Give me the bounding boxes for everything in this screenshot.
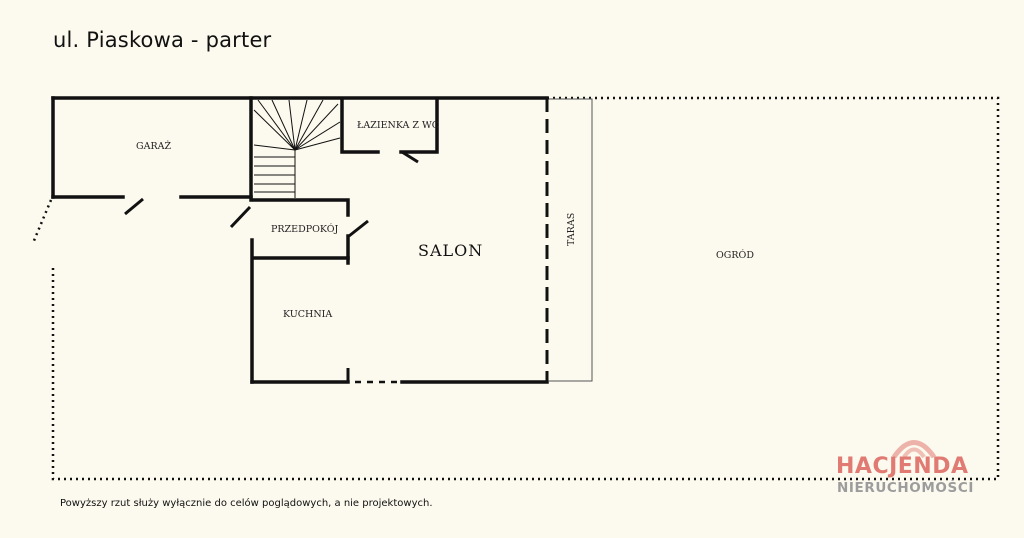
terrace-outline xyxy=(549,98,593,382)
room-label-przedpokoj: PRZEDPOKÓJ xyxy=(271,223,339,235)
garden-boundary xyxy=(31,96,1000,481)
logo-main-text: HACJENDA xyxy=(836,454,969,479)
company-logo: HACJENDA NIERUCHOMOŚCI xyxy=(836,436,996,498)
room-label-ogrod: OGRÓD xyxy=(716,249,754,261)
room-label-kuchnia: KUCHNIA xyxy=(283,309,332,320)
salon-glazing-wall xyxy=(346,98,549,382)
room-label-lazienka: ŁAZIENKA Z WC xyxy=(357,120,439,131)
staircase xyxy=(253,99,341,198)
room-label-salon: SALON xyxy=(418,241,483,260)
walls xyxy=(51,96,549,384)
room-label-taras: TARAS xyxy=(566,213,577,246)
doors xyxy=(124,150,419,238)
page-title: ul. Piaskowa - parter xyxy=(53,28,272,52)
room-label-garaz: GARAŻ xyxy=(136,140,171,152)
logo-sub-text: NIERUCHOMOŚCI xyxy=(837,480,974,496)
house-roof-icon xyxy=(892,440,936,458)
disclaimer-text: Powyższy rzut służy wyłącznie do celów p… xyxy=(60,498,433,509)
